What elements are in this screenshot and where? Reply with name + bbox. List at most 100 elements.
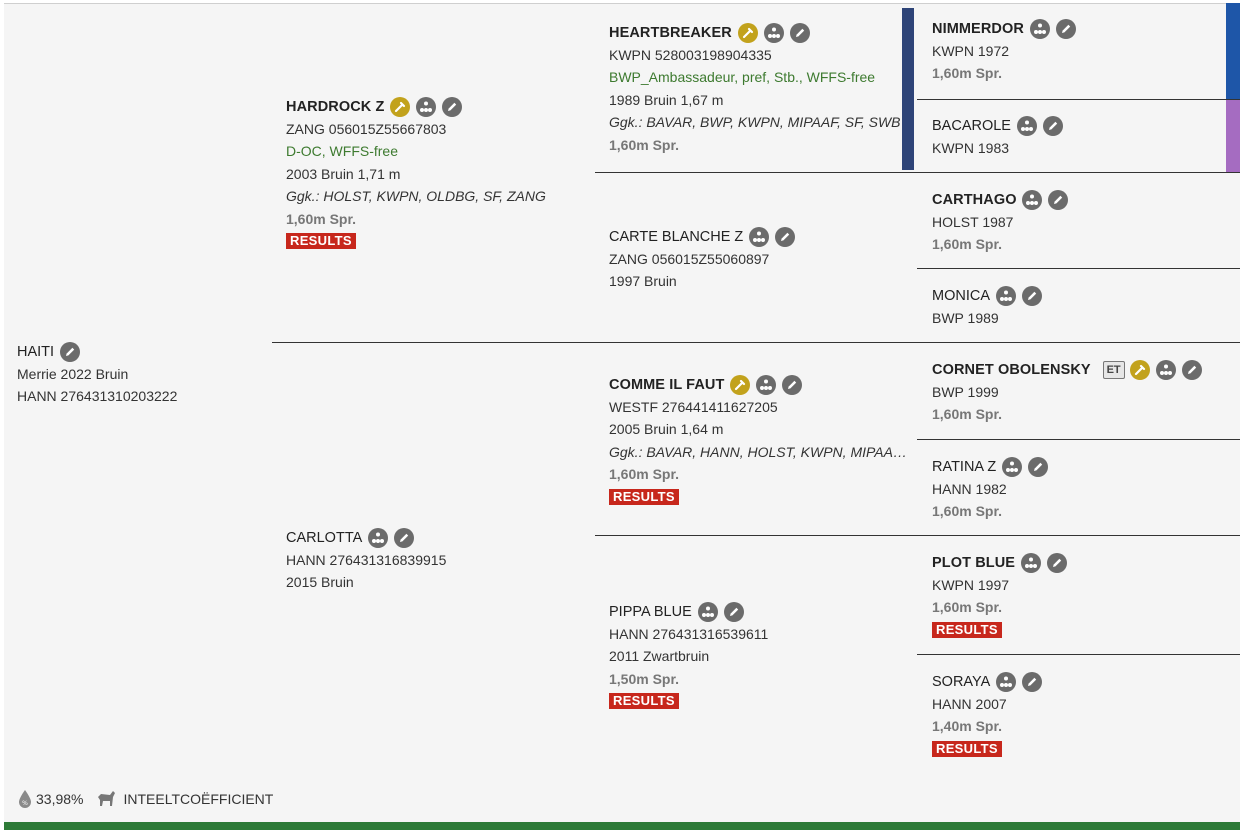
pencil-icon[interactable] — [1055, 19, 1076, 40]
g3-name[interactable]: MONICA — [932, 288, 990, 305]
dam-dam-card: PIPPA BLUE HANN 276431316539611 2011 Zwa… — [609, 600, 768, 709]
divider — [595, 535, 1240, 536]
gen3-card-nimmerdor: NIMMERDOR KWPN 1972 1,60m Spr. — [932, 17, 1076, 85]
pedigree-tree-icon[interactable] — [1022, 190, 1043, 211]
pencil-icon[interactable] — [723, 602, 744, 623]
pedigree-tree-icon[interactable] — [1156, 360, 1177, 381]
pedigree-tree-icon[interactable] — [1029, 19, 1050, 40]
g3-info: KWPN 1972 — [932, 42, 1010, 59]
g3-name[interactable]: RATINA Z — [932, 459, 997, 476]
horse-icon[interactable] — [95, 789, 117, 809]
inbreeding-footer: % 33,98% INTEELTCOËFFICIENT — [17, 788, 273, 810]
sire-registration: ZANG 056015Z55667803 — [286, 120, 447, 137]
pedigree-tree-icon[interactable] — [1020, 553, 1041, 574]
pedigree-tree-icon[interactable] — [697, 602, 718, 623]
sire-sire-card: HEARTBREAKER KWPN 528003198904335 BWP_Am… — [609, 21, 901, 156]
g3-name[interactable]: BACAROLE — [932, 118, 1011, 135]
pedigree-tree-icon[interactable] — [996, 672, 1017, 693]
pedigree-tree-icon[interactable] — [756, 375, 777, 396]
pencil-icon[interactable] — [1021, 286, 1042, 307]
g3-name[interactable]: PLOT BLUE — [932, 555, 1016, 572]
g3-name[interactable]: CORNET OBOLENSKY — [932, 362, 1091, 379]
color-bar-heartbreaker — [902, 8, 914, 170]
pedigree-tree-icon[interactable] — [1016, 116, 1037, 137]
ds-name[interactable]: COMME IL FAUT — [609, 377, 725, 394]
sire-card: HARDROCK Z ZANG 056015Z55667803 D-OC, WF… — [286, 95, 546, 249]
g3-level: 1,60m Spr. — [932, 65, 1003, 81]
g3-level: 1,60m Spr. — [932, 503, 1003, 519]
pedigree-tree-icon[interactable] — [1002, 457, 1023, 478]
pencil-icon[interactable] — [1046, 553, 1067, 574]
ds-birth: 2005 Bruin 1,64 m — [609, 421, 724, 437]
g3-name[interactable]: SORAYA — [932, 674, 991, 691]
results-button[interactable]: RESULTS — [932, 621, 1002, 638]
sire-studbooks: Ggk.: HOLST, KWPN, OLDBG, SF, ZANG — [286, 188, 546, 204]
divider — [917, 99, 1240, 100]
dd-name[interactable]: PIPPA BLUE — [609, 604, 692, 621]
color-bar-bacarole — [1226, 100, 1240, 172]
g3-name[interactable]: CARTHAGO — [932, 192, 1017, 209]
dam-registration: HANN 276431316839915 — [286, 551, 447, 568]
dd-registration: HANN 276431316539611 — [609, 625, 769, 642]
pencil-icon[interactable] — [1042, 116, 1063, 137]
subject-name[interactable]: HAITI — [17, 344, 55, 361]
pencil-icon[interactable] — [59, 342, 80, 363]
pedigree-tree-icon[interactable] — [763, 23, 784, 44]
svg-text:%: % — [22, 800, 28, 807]
inbreeding-label[interactable]: INTEELTCOËFFICIENT — [123, 791, 274, 807]
pencil-icon[interactable] — [1027, 457, 1048, 478]
ss-approvals[interactable]: BWP_Ambassadeur, pref, Stb., WFFS-free — [609, 69, 876, 85]
sire-approvals[interactable]: D-OC, WFFS-free — [286, 143, 398, 159]
syringe-icon[interactable] — [1130, 360, 1151, 381]
gen3-card-ratina-z: RATINA Z HANN 1982 1,60m Spr. — [932, 455, 1048, 523]
et-badge: ET — [1102, 361, 1125, 380]
pencil-icon[interactable] — [394, 528, 415, 549]
results-button[interactable]: RESULTS — [932, 740, 1002, 757]
dd-birth: 2011 Zwartbruin — [609, 648, 710, 664]
pencil-icon[interactable] — [782, 375, 803, 396]
pedigree-tree-icon[interactable] — [416, 97, 437, 118]
syringe-icon[interactable] — [730, 375, 751, 396]
pedigree-tree-icon[interactable] — [749, 227, 770, 248]
pencil-icon[interactable] — [1048, 190, 1069, 211]
pedigree-tree-icon[interactable] — [368, 528, 389, 549]
ss-name[interactable]: HEARTBREAKER — [609, 25, 732, 42]
gen3-card-monica: MONICA BWP 1989 — [932, 284, 1042, 329]
ds-level: 1,60m Spr. — [609, 466, 680, 482]
syringe-icon[interactable] — [737, 23, 758, 44]
divider — [917, 654, 1240, 655]
ss-studbooks: Ggk.: BAVAR, BWP, KWPN, MIPAAF, SF, SWB — [609, 114, 901, 130]
g3-info: KWPN 1983 — [932, 139, 1010, 156]
syringe-icon[interactable] — [390, 97, 411, 118]
sd-name[interactable]: CARTE BLANCHE Z — [609, 229, 744, 246]
dam-card: CARLOTTA HANN 276431316839915 2015 Bruin — [286, 526, 446, 594]
pedigree-tree-icon[interactable] — [995, 286, 1016, 307]
divider — [595, 172, 1240, 173]
g3-level: 1,60m Spr. — [932, 236, 1003, 252]
inbreeding-percent: 33,98% — [36, 791, 84, 807]
results-button[interactable]: RESULTS — [609, 488, 679, 505]
dam-name[interactable]: CARLOTTA — [286, 530, 363, 547]
sire-dam-card: CARTE BLANCHE Z ZANG 056015Z55060897 199… — [609, 225, 796, 293]
sd-registration: ZANG 056015Z55060897 — [609, 250, 770, 267]
ds-studbooks: Ggk.: BAVAR, HANN, HOLST, KWPN, MIPAA… — [609, 443, 907, 460]
g3-level: 1,40m Spr. — [932, 718, 1003, 734]
divider — [272, 342, 1240, 343]
pencil-icon[interactable] — [1182, 360, 1203, 381]
pencil-icon[interactable] — [442, 97, 463, 118]
dam-sire-card: COMME IL FAUT WESTF 276441411627205 2005… — [609, 373, 907, 505]
color-bar-nimmerdor — [1226, 3, 1240, 99]
pencil-icon[interactable] — [775, 227, 796, 248]
g3-name[interactable]: NIMMERDOR — [932, 21, 1024, 38]
bottom-accent-bar — [4, 822, 1240, 830]
gen3-card-plot-blue: PLOT BLUE KWPN 1997 1,60m Spr. RESULTS — [932, 551, 1067, 638]
pencil-icon[interactable] — [1022, 672, 1043, 693]
results-button[interactable]: RESULTS — [286, 233, 356, 249]
results-button[interactable]: RESULTS — [609, 693, 679, 709]
g3-info: HANN 1982 — [932, 480, 1007, 497]
sire-birth: 2003 Bruin 1,71 m — [286, 165, 401, 182]
sire-name[interactable]: HARDROCK Z — [286, 99, 385, 116]
g3-info: KWPN 1997 — [932, 576, 1010, 593]
g3-info: HANN 2007 — [932, 695, 1007, 712]
pencil-icon[interactable] — [789, 23, 810, 44]
